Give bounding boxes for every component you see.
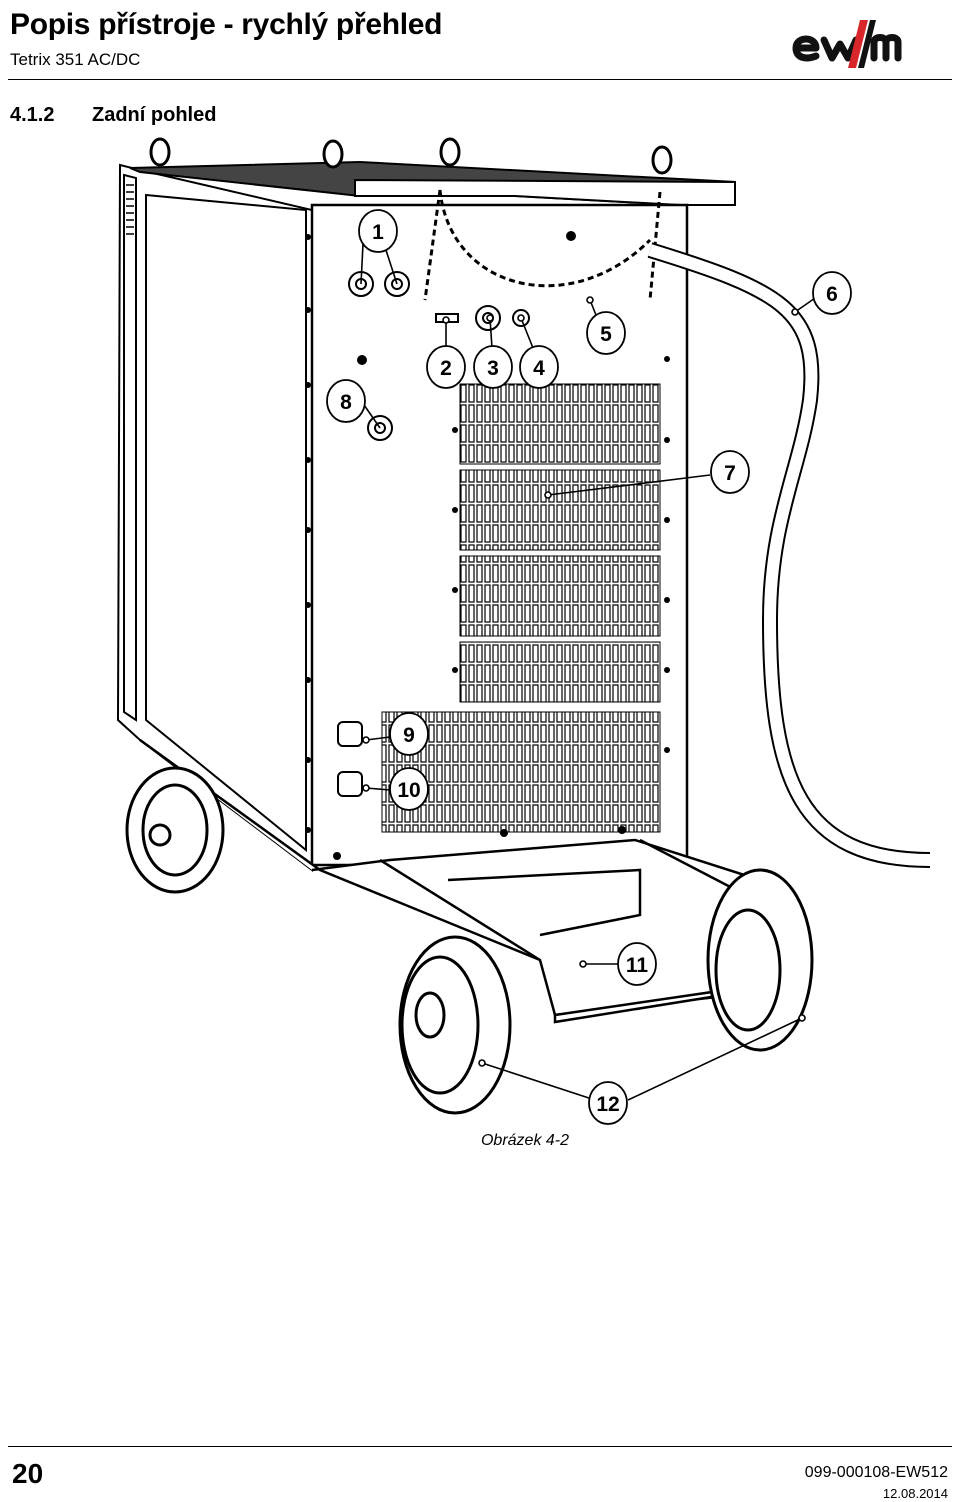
callout-6: 6 [812,271,852,315]
callout-5: 5 [586,311,626,355]
document-date: 12.08.2014 [882,1486,948,1501]
lifting-eyes [149,137,673,175]
section-title: Zadní pohled [92,104,217,126]
section-number: 4.1.2 [10,104,55,126]
callout-4: 4 [519,345,559,389]
svg-text:11: 11 [626,954,649,977]
footer-divider [8,1446,952,1447]
control-sockets [348,271,530,441]
callout-10: 10 [389,767,429,811]
wheel-front-left [125,766,225,894]
header-divider [8,79,952,80]
callout-12: 12 [588,1081,628,1125]
logo-slash-red [848,20,868,68]
callout-7: 7 [710,450,750,494]
callout-8: 8 [326,379,366,423]
gas-hose [647,242,931,868]
rear-view-illustration: 1 2 3 4 5 6 7 8 9 10 11 12 [116,137,931,1125]
document-number: 099-000108-EW512 [804,1464,948,1481]
svg-text:1: 1 [372,221,384,244]
callout-1: 1 [358,209,398,253]
wheel-rear-right [706,868,814,1052]
page-header-title: Popis přístroje - rychlý přehled [10,8,443,41]
device-side-panel [116,163,313,873]
callout-9: 9 [389,712,429,756]
svg-text:9: 9 [403,724,415,747]
svg-text:8: 8 [340,391,352,414]
callout-11: 11 [617,942,657,986]
svg-text:7: 7 [724,462,736,485]
page-number: 20 [12,1458,44,1489]
svg-text:10: 10 [397,779,420,802]
svg-text:2: 2 [440,357,452,380]
svg-text:12: 12 [596,1093,619,1116]
ewm-logo [792,20,902,68]
svg-text:6: 6 [826,283,838,306]
callout-3: 3 [473,345,513,389]
svg-text:3: 3 [487,357,499,380]
panel-screws [305,231,670,860]
wheel-rear-left [398,935,512,1115]
page-header-subtitle: Tetrix 351 AC/DC [10,50,141,69]
callout-anchor-dots [362,296,806,1067]
callout-leaders [360,243,819,1101]
svg-text:4: 4 [533,357,545,380]
svg-text:5: 5 [600,323,612,346]
callout-2: 2 [426,345,466,389]
figure-caption: Obrázek 4-2 [480,1132,570,1149]
vent-grille [381,383,661,833]
gas-connectors [337,721,363,797]
